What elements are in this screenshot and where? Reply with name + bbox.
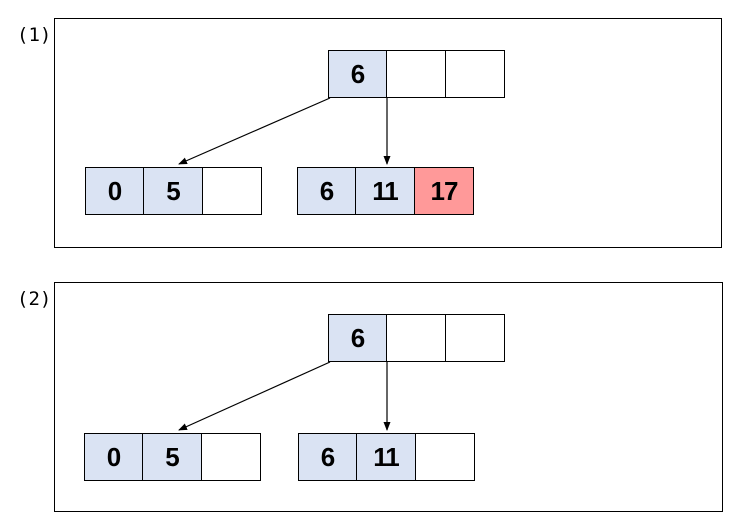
- node-cell: [202, 433, 261, 481]
- step-1-right-leaf-node: 6 11 17: [297, 167, 474, 215]
- node-cell: 6: [328, 50, 387, 98]
- node-cell: 5: [143, 433, 202, 481]
- node-cell: 11: [356, 167, 415, 215]
- node-cell: 6: [298, 433, 357, 481]
- step-1-left-leaf-node: 0 5: [85, 167, 262, 215]
- node-cell: 6: [297, 167, 356, 215]
- step-2-right-leaf-node: 6 11: [298, 433, 475, 481]
- node-cell: [446, 50, 505, 98]
- node-cell: 0: [84, 433, 143, 481]
- node-cell: 5: [144, 167, 203, 215]
- node-cell: 0: [85, 167, 144, 215]
- node-cell: [387, 50, 446, 98]
- highlighted-node-cell: 17: [415, 167, 474, 215]
- node-cell: [387, 314, 446, 362]
- step-1-label: (1): [17, 24, 52, 46]
- node-cell: [203, 167, 262, 215]
- node-cell: [446, 314, 505, 362]
- node-cell: [416, 433, 475, 481]
- step-2-left-leaf-node: 0 5: [84, 433, 261, 481]
- node-cell: 6: [328, 314, 387, 362]
- node-cell: 11: [357, 433, 416, 481]
- step-2-label: (2): [17, 288, 52, 310]
- step-1-root-node: 6: [328, 50, 505, 98]
- step-2-root-node: 6: [328, 314, 505, 362]
